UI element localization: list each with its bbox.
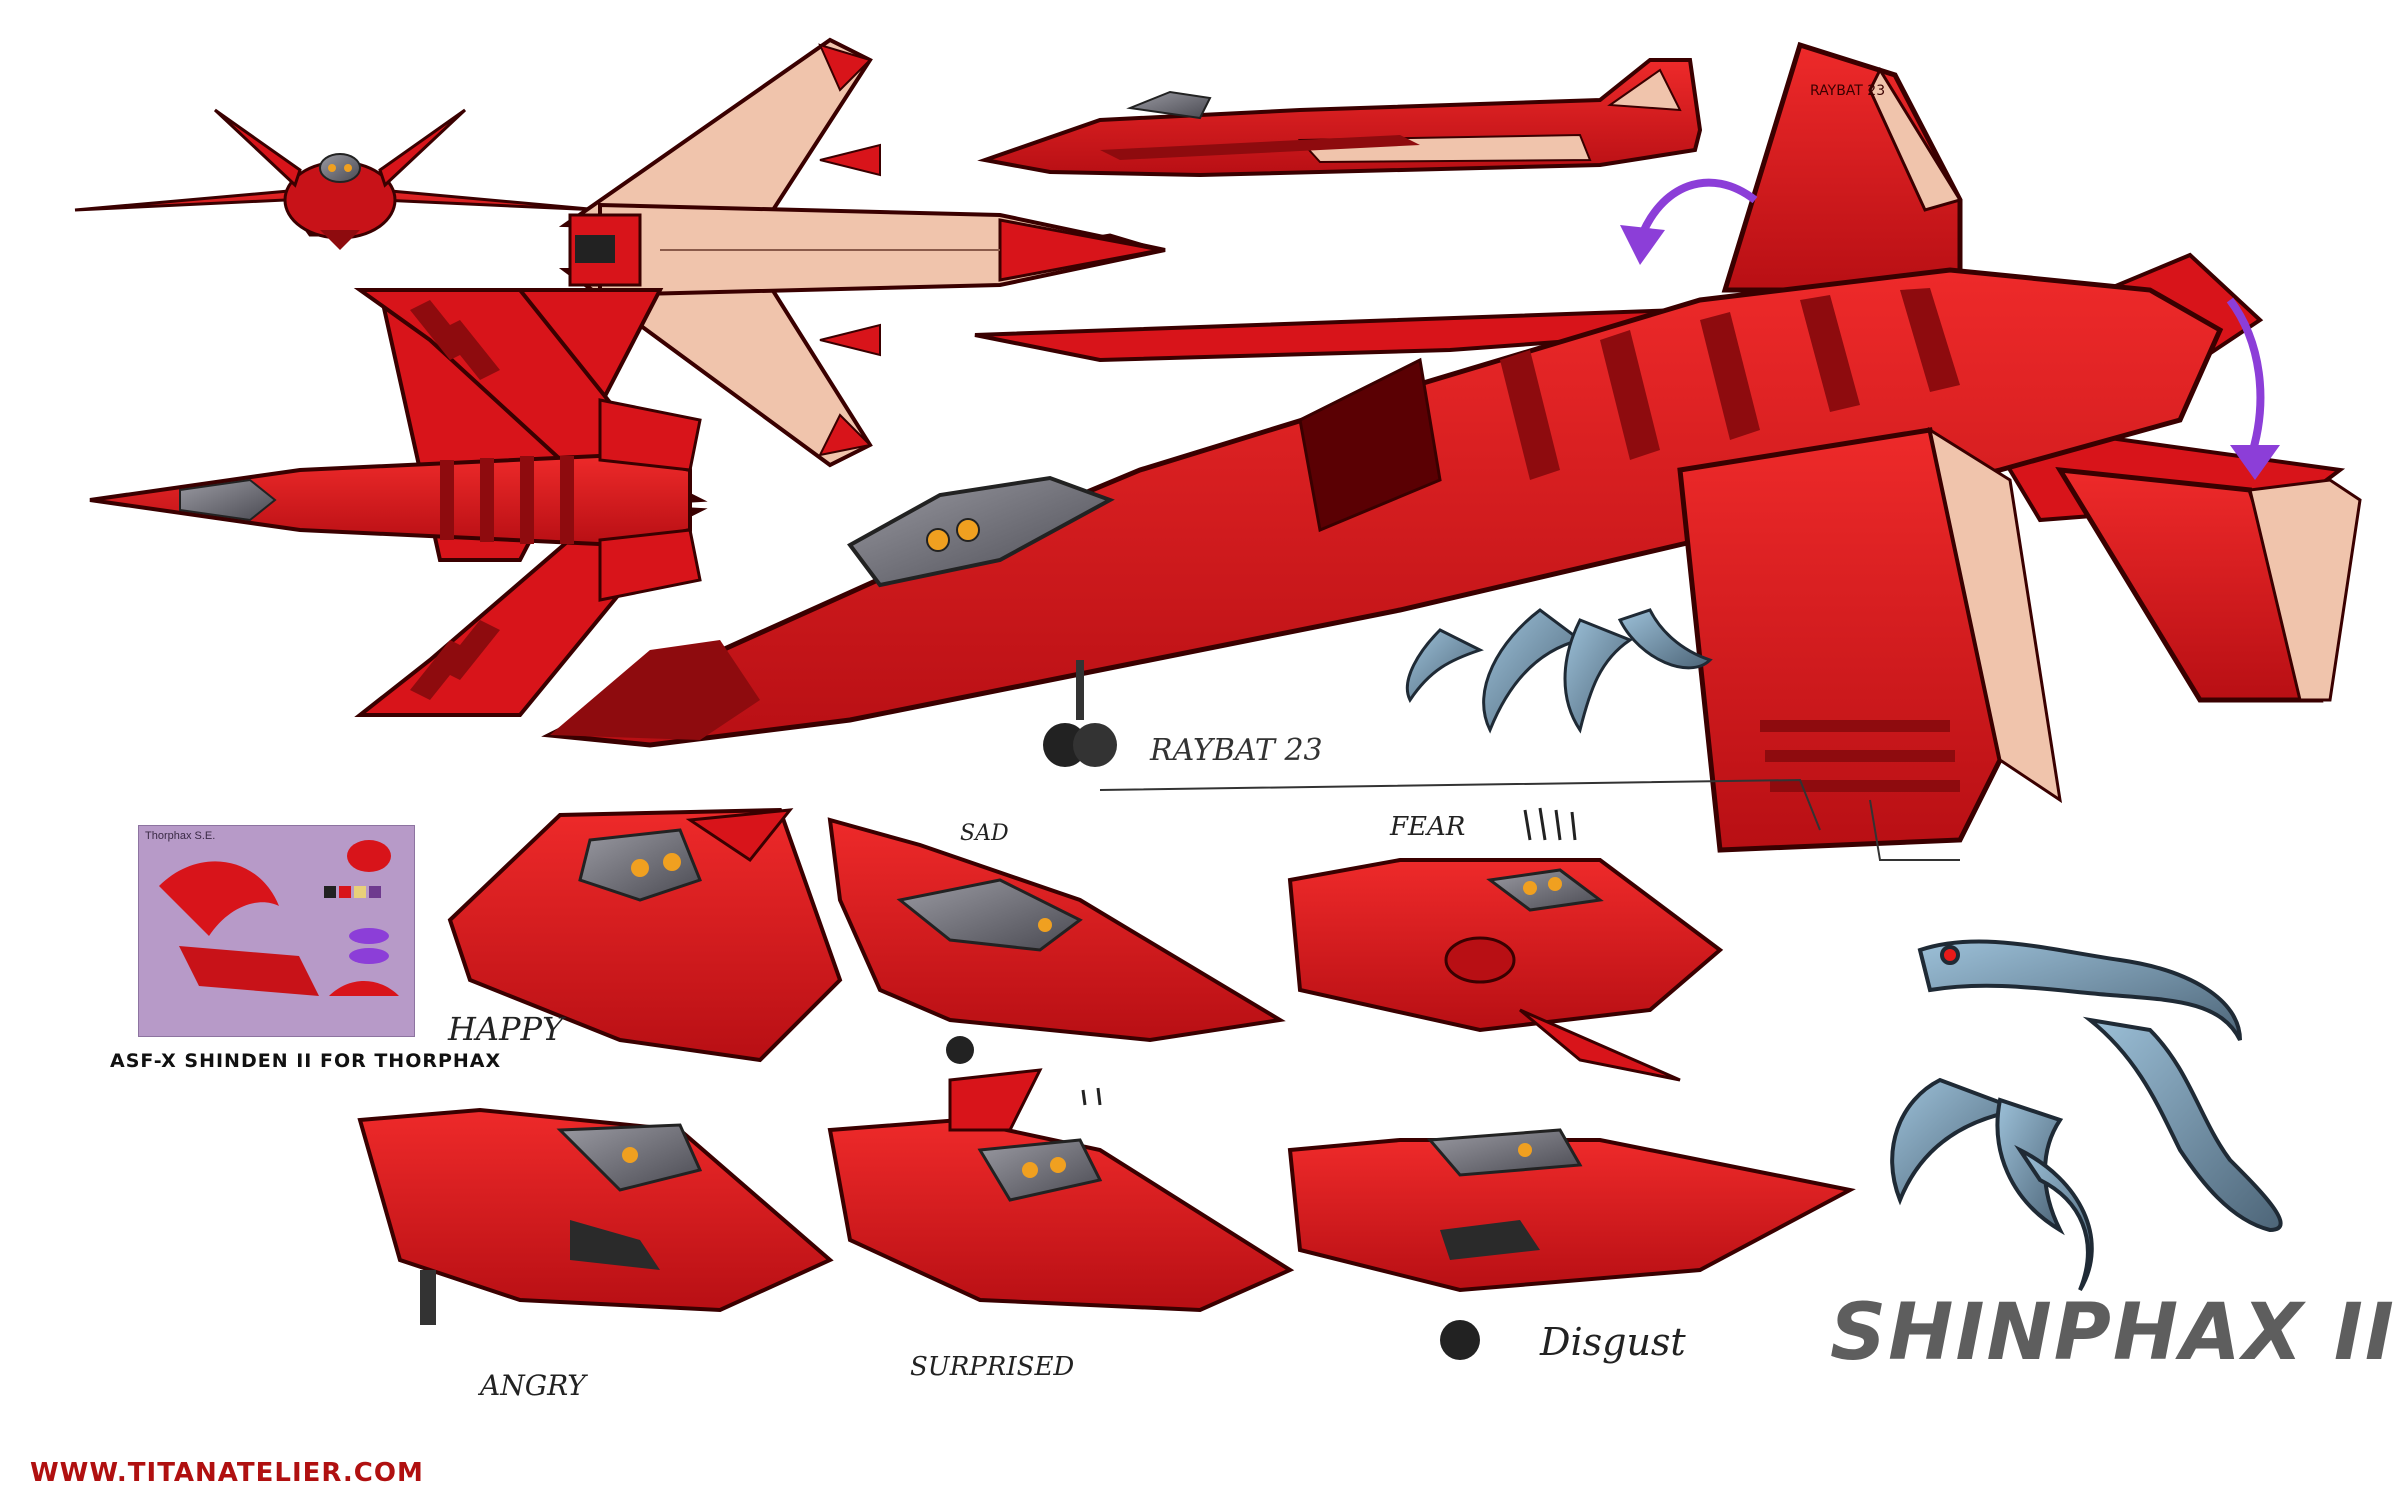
expression-angry [357, 1107, 834, 1325]
main-three-quarter-jet: RAYBAT 23 RAYBAT 23 [541, 41, 2362, 861]
expression-fear [1287, 858, 1724, 1082]
underside-plan-view-jet [558, 37, 1166, 468]
character-reference-card: Thorphax S.E. [138, 825, 415, 1037]
expression-disgust [1287, 1128, 1856, 1360]
rotation-arrow-vertical [1620, 178, 1758, 265]
top-plan-view-jet [89, 288, 708, 717]
dragon-reference-icon [159, 840, 399, 996]
expression-sad [827, 817, 1286, 1064]
tail-marking-text: RAYBAT 23 [1810, 83, 1885, 99]
hull-marking-text: RAYBAT 23 [1149, 733, 1323, 768]
surprise-lines-doodle [1081, 1087, 1102, 1106]
label-surprised: SURPRISED [910, 1352, 1074, 1382]
reference-caption: ASF-X SHINDEN II FOR THORPHAX [110, 1050, 502, 1072]
fear-lines-doodle [1523, 807, 1577, 841]
website-url: WWW.TITANATELIER.COM [30, 1458, 424, 1488]
rotation-arrow-horizontal [2226, 297, 2280, 480]
label-disgust: Disgust [1539, 1320, 1686, 1364]
side-profile-jet [977, 58, 1703, 178]
label-angry: ANGRY [477, 1369, 588, 1402]
label-fear: FEAR [1389, 812, 1465, 842]
label-sad: SAD [960, 821, 1009, 846]
expression-happy [447, 807, 843, 1063]
label-happy: HAPPY [447, 1010, 566, 1048]
sheet-title: SHINPHAX II [1830, 1288, 2396, 1378]
reference-card-title: Thorphax S.E. [145, 830, 216, 842]
claw-detail [1890, 939, 2283, 1292]
front-view-jet [74, 108, 601, 250]
expression-surprised [827, 1068, 1295, 1313]
